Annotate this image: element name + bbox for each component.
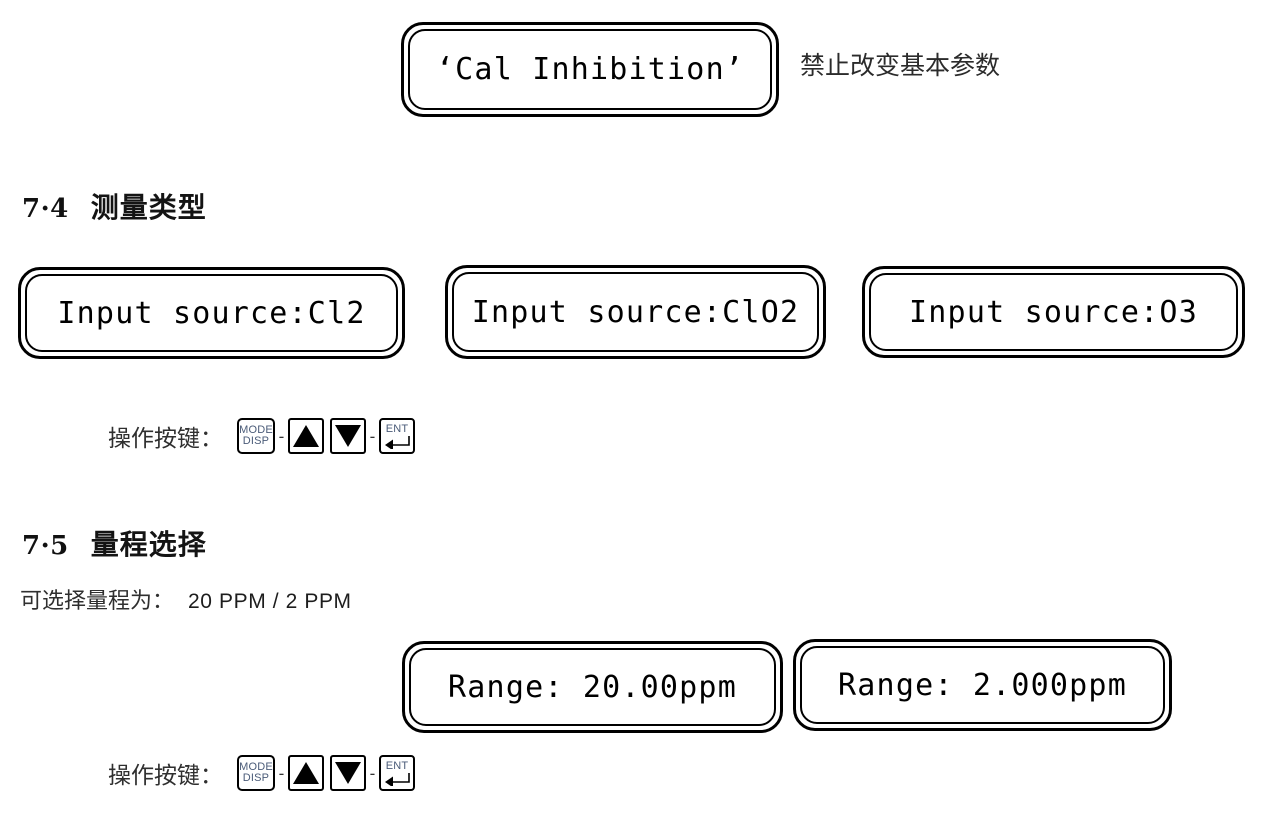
- lcd-display-range-2ppm: Range: 2.000ppm: [793, 639, 1172, 731]
- enter-key[interactable]: ENT: [379, 755, 415, 791]
- key-row-label: 操作按键：: [108, 426, 223, 452]
- section-title: 量程选择: [90, 528, 207, 561]
- key-separator: -: [369, 763, 376, 783]
- key-sequence-row-7-5: 操作按键： MODE DISP - - ENT: [108, 755, 415, 791]
- up-arrow-key[interactable]: [288, 418, 324, 454]
- lcd-text: Input source:Cl2: [57, 295, 366, 331]
- triangle-down-icon: [335, 762, 361, 784]
- section-number: 7·4: [22, 194, 69, 224]
- mode-disp-key[interactable]: MODE DISP: [237, 418, 275, 454]
- triangle-up-icon: [293, 762, 319, 784]
- section-number: 7·5: [22, 531, 69, 561]
- key-row-label: 操作按键：: [108, 763, 223, 789]
- enter-key-label: ENT: [385, 759, 409, 772]
- triangle-up-icon: [293, 425, 319, 447]
- down-arrow-key[interactable]: [330, 755, 366, 791]
- key-sequence-row-7-4: 操作按键： MODE DISP - - ENT: [108, 418, 415, 454]
- section-heading-7-4: 7·4 测量类型: [22, 186, 207, 226]
- mode-disp-key-line1: MODE: [239, 761, 273, 773]
- mode-disp-key[interactable]: MODE DISP: [237, 755, 275, 791]
- lcd-display-input-source-o3: Input source:O3: [862, 266, 1245, 358]
- down-arrow-key[interactable]: [330, 418, 366, 454]
- mode-disp-key-line2: DISP: [242, 435, 270, 447]
- lcd-display-range-20ppm: Range: 20.00ppm: [402, 641, 783, 733]
- lcd-display-cal-inhibition: ‘Cal Inhibition’: [401, 22, 779, 117]
- enter-key-label: ENT: [385, 422, 409, 435]
- range-options-label: 可选择量程为：: [20, 589, 175, 614]
- lcd-display-input-source-clo2: Input source:ClO2: [445, 265, 826, 359]
- enter-return-arrow-icon: [385, 772, 410, 786]
- key-separator: -: [278, 763, 285, 783]
- section-heading-7-5: 7·5 量程选择: [22, 523, 207, 563]
- range-options-value: 20 PPM / 2 PPM: [188, 590, 352, 613]
- section-title: 测量类型: [90, 191, 207, 224]
- mode-disp-key-line2: DISP: [242, 772, 270, 784]
- mode-disp-key-line1: MODE: [239, 424, 273, 436]
- lcd-text: Input source:ClO2: [471, 294, 800, 330]
- enter-return-arrow-icon: [385, 435, 410, 449]
- cal-inhibition-annotation: 禁止改变基本参数: [800, 51, 1001, 80]
- key-separator: -: [278, 426, 285, 446]
- lcd-text: Range: 2.000ppm: [838, 667, 1127, 703]
- lcd-text: Input source:O3: [909, 294, 1198, 330]
- enter-key[interactable]: ENT: [379, 418, 415, 454]
- range-options-line: 可选择量程为： 20 PPM / 2 PPM: [20, 583, 352, 615]
- triangle-down-icon: [335, 425, 361, 447]
- lcd-text: Range: 20.00ppm: [448, 669, 737, 705]
- up-arrow-key[interactable]: [288, 755, 324, 791]
- lcd-display-input-source-cl2: Input source:Cl2: [18, 267, 405, 359]
- key-separator: -: [369, 426, 376, 446]
- lcd-text: ‘Cal Inhibition’: [435, 52, 745, 87]
